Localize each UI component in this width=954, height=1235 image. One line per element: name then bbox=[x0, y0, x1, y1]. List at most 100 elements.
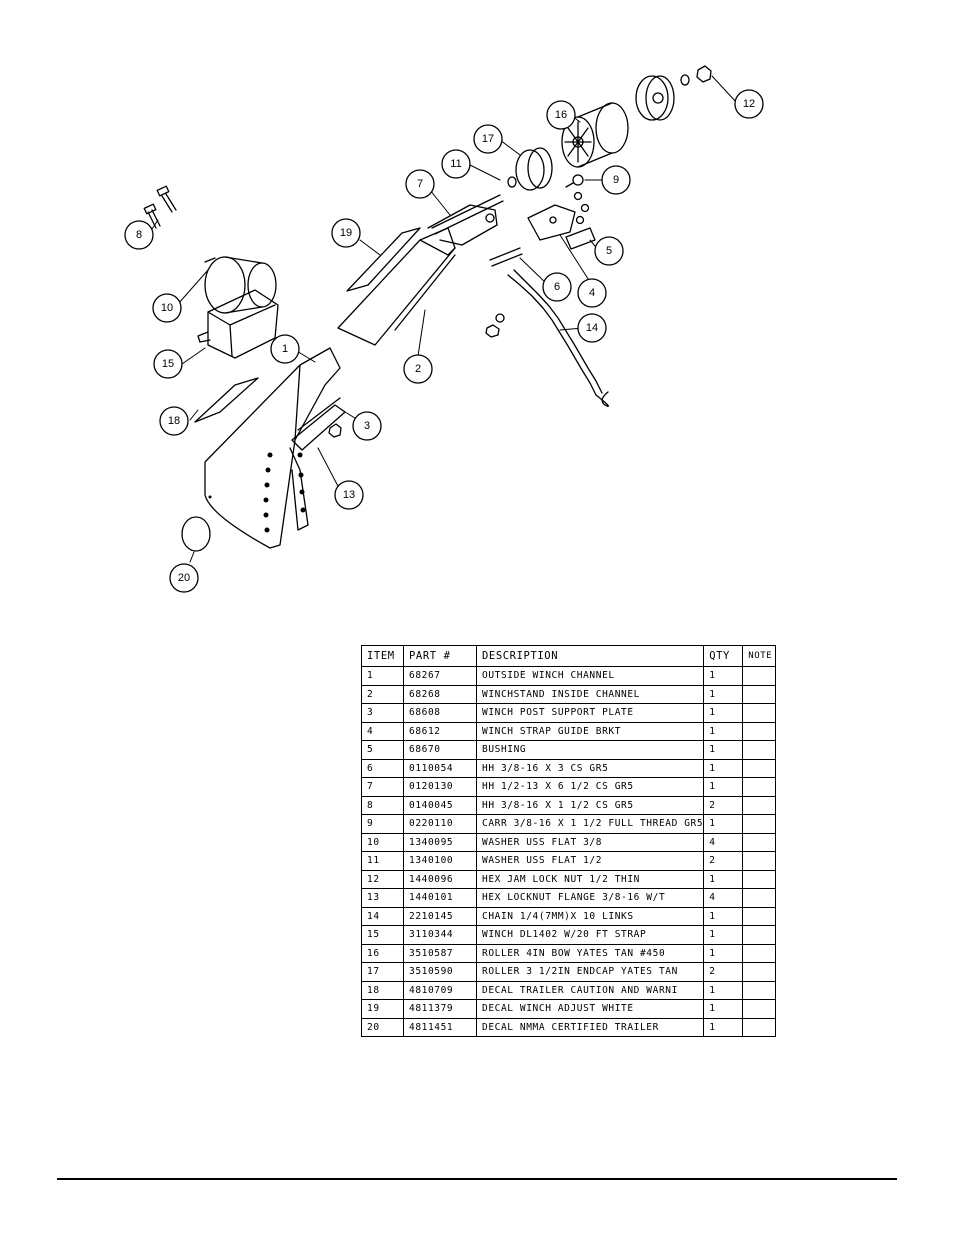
qty-cell: 4 bbox=[703, 888, 744, 908]
inside-channel-part bbox=[337, 204, 498, 346]
item-cell: 3 bbox=[361, 703, 404, 723]
part-number-cell: 68612 bbox=[403, 721, 477, 741]
item-cell: 12 bbox=[361, 869, 404, 889]
nuts-13-part bbox=[328, 313, 505, 438]
callout-7: 7 bbox=[417, 178, 423, 190]
note-cell bbox=[742, 703, 777, 723]
description-cell: WASHER USS FLAT 1/2 bbox=[475, 851, 705, 871]
qty-cell: 1 bbox=[703, 758, 744, 778]
description-cell: ROLLER 3 1/2IN ENDCAP YATES TAN bbox=[475, 962, 705, 982]
item-cell: 1 bbox=[361, 666, 404, 686]
part-number-cell: 0120130 bbox=[403, 777, 477, 797]
part-number-cell: 1340100 bbox=[403, 851, 477, 871]
carriage-bolt-9-part bbox=[565, 174, 584, 188]
item-cell: 15 bbox=[361, 925, 404, 945]
note-cell bbox=[742, 851, 777, 871]
end-roller-part bbox=[635, 75, 675, 121]
note-cell bbox=[742, 869, 777, 889]
note-cell bbox=[742, 906, 777, 926]
description-cell: BUSHING bbox=[475, 740, 705, 760]
callout-14: 14 bbox=[586, 322, 598, 334]
nmma-decal-part bbox=[181, 516, 211, 552]
qty-cell: 1 bbox=[703, 684, 744, 704]
chain-part bbox=[507, 269, 610, 407]
note-cell bbox=[742, 999, 777, 1019]
footer-rule bbox=[57, 1178, 897, 1180]
item-cell: 4 bbox=[361, 721, 404, 741]
strap-guide-bracket-part bbox=[527, 191, 590, 241]
item-cell: 17 bbox=[361, 962, 404, 982]
description-cell: DECAL NMMA CERTIFIED TRAILER bbox=[475, 1017, 705, 1037]
part-number-cell: 0220110 bbox=[403, 814, 477, 834]
description-cell: HH 1/2-13 X 6 1/2 CS GR5 bbox=[475, 777, 705, 797]
qty-cell: 2 bbox=[703, 795, 744, 815]
callout-6: 6 bbox=[554, 281, 560, 293]
exploded-parts-diagram: 1 2 3 4 5 6 7 8 9 10 11 12 13 14 15 16 1… bbox=[124, 65, 764, 593]
callout-13: 13 bbox=[343, 489, 355, 501]
callout-11: 11 bbox=[450, 158, 461, 170]
decal-19-part bbox=[346, 227, 421, 292]
note-cell bbox=[742, 666, 777, 686]
item-cell: 19 bbox=[361, 999, 404, 1019]
part-number-cell: 68268 bbox=[403, 684, 477, 704]
qty-cell: 1 bbox=[703, 777, 744, 797]
bolt-6-part bbox=[489, 247, 523, 267]
callout-19: 19 bbox=[340, 227, 352, 239]
description-cell: WASHER USS FLAT 3/8 bbox=[475, 832, 705, 852]
qty-cell: 1 bbox=[703, 740, 744, 760]
bow-roller-16-part bbox=[561, 102, 629, 168]
table-header-row: ITEM PART # DESCRIPTION QTY NOTE bbox=[361, 645, 777, 667]
header-note: NOTE bbox=[742, 645, 777, 667]
qty-cell: 1 bbox=[703, 980, 744, 1000]
callout-5: 5 bbox=[606, 245, 612, 257]
callout-17: 17 bbox=[482, 133, 494, 145]
outside-winch-channel-part bbox=[204, 347, 341, 549]
description-cell: WINCH STRAP GUIDE BRKT bbox=[475, 721, 705, 741]
bolt-7-part bbox=[431, 194, 504, 235]
qty-cell: 1 bbox=[703, 666, 744, 686]
endcap-roller-17-part bbox=[515, 147, 553, 191]
description-cell: DECAL TRAILER CAUTION AND WARNI bbox=[475, 980, 705, 1000]
callout-15: 15 bbox=[162, 358, 174, 370]
winch-part bbox=[197, 256, 279, 359]
part-number-cell: 1440096 bbox=[403, 869, 477, 889]
item-cell: 9 bbox=[361, 814, 404, 834]
callout-20: 20 bbox=[178, 572, 190, 584]
description-cell: HEX JAM LOCK NUT 1/2 THIN bbox=[475, 869, 705, 889]
qty-cell: 1 bbox=[703, 999, 744, 1019]
item-cell: 5 bbox=[361, 740, 404, 760]
callout-16: 16 bbox=[555, 109, 567, 121]
bolts-8-part bbox=[143, 185, 177, 229]
note-cell bbox=[742, 777, 777, 797]
note-cell bbox=[742, 758, 777, 778]
note-cell bbox=[742, 943, 777, 963]
header-item: ITEM bbox=[361, 645, 404, 667]
note-cell bbox=[742, 888, 777, 908]
jam-nut-12-part bbox=[696, 65, 712, 83]
note-cell bbox=[742, 832, 777, 852]
qty-cell: 1 bbox=[703, 703, 744, 723]
callout-3: 3 bbox=[364, 420, 370, 432]
qty-cell: 1 bbox=[703, 1017, 744, 1037]
description-cell: HH 3/8-16 X 3 CS GR5 bbox=[475, 758, 705, 778]
header-qty: QTY bbox=[703, 645, 744, 667]
description-cell: HH 3/8-16 X 1 1/2 CS GR5 bbox=[475, 795, 705, 815]
part-number-cell: 68267 bbox=[403, 666, 477, 686]
description-cell: CARR 3/8-16 X 1 1/2 FULL THREAD GR5 bbox=[475, 814, 705, 834]
part-number-cell: 68670 bbox=[403, 740, 477, 760]
